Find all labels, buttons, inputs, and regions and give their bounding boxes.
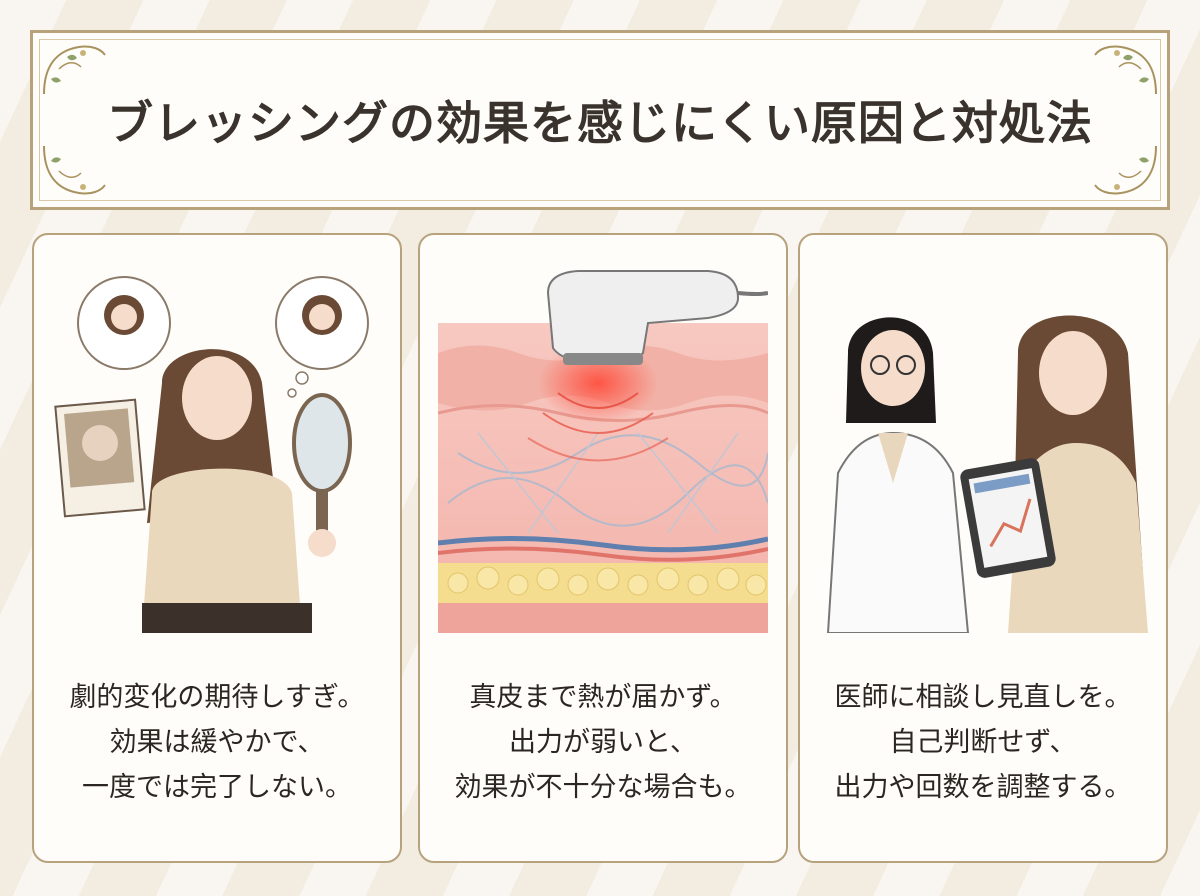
flourish-ornament-icon: [1094, 145, 1157, 195]
flourish-ornament-icon: [43, 45, 106, 95]
caption-line: 自己判断せず、: [889, 727, 1077, 758]
caption-line: 劇的変化の期待しすぎ。: [69, 682, 365, 713]
flourish-ornament-icon: [43, 145, 106, 195]
card-caption: 劇的変化の期待しすぎ。 効果は緩やかで、 一度では完了しない。: [34, 675, 400, 810]
caption-line: 効果は緩やかで、: [109, 727, 325, 758]
card-caption: 医師に相談し見直しを。 自己判断せず、 出力や回数を調整する。: [800, 675, 1166, 810]
caption-line: 真皮まで熱が届かず。: [469, 682, 737, 713]
flourish-ornament-icon: [1094, 45, 1157, 95]
caption-line: 出力や回数を調整する。: [834, 772, 1132, 803]
page-title: ブレッシングの効果を感じにくい原因と対処法: [106, 96, 1094, 150]
skin-cross-section-illustration: [438, 270, 768, 633]
caption-line: 医師に相談し見直しを。: [834, 682, 1132, 713]
caption-line: 効果が不十分な場合も。: [454, 772, 752, 803]
woman-mirror-illustration: [54, 276, 369, 633]
solution-card-consult-doctor: 医師に相談し見直しを。 自己判断せず、 出力や回数を調整する。: [798, 233, 1168, 863]
card-caption: 真皮まで熱が届かず。 出力が弱いと、 効果が不十分な場合も。: [420, 675, 786, 810]
cause-card-heat-depth: 真皮まで熱が届かず。 出力が弱いと、 効果が不十分な場合も。: [418, 233, 788, 863]
doctor-consultation-illustration: [826, 315, 1148, 633]
title-banner: ブレッシングの効果を感じにくい原因と対処法: [30, 30, 1170, 210]
caption-line: 出力が弱いと、: [509, 727, 697, 758]
caption-line: 一度では完了しない。: [82, 772, 352, 803]
cause-card-expectation: 劇的変化の期待しすぎ。 効果は緩やかで、 一度では完了しない。: [32, 233, 402, 863]
